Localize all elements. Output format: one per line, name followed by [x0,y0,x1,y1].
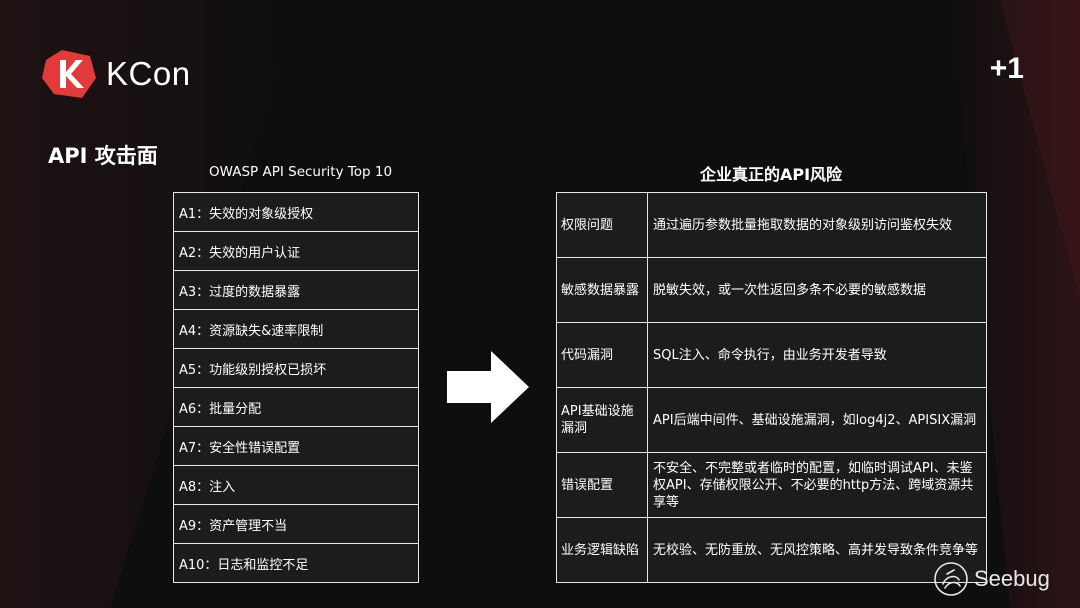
page-title: API 攻击面 [48,144,158,168]
seebug-logo-icon [934,562,968,596]
table-row: A6：批量分配 [173,387,419,427]
api-risk-table: 权限问题 通过遍历参数批量拖取数据的对象级别访问鉴权失效 敏感数据暴露 脱敏失效… [556,192,987,583]
right-arrow-icon [447,351,529,423]
table-row: 错误配置 不安全、不完整或者临时的配置，如临时调试API、未鉴权API、存储权限… [556,452,987,518]
brand-name: KCon [106,55,191,92]
risk-category: 代码漏洞 [556,322,648,388]
table-row: 权限问题 通过遍历参数批量拖取数据的对象级别访问鉴权失效 [556,192,987,258]
risk-table-title: 企业真正的API风险 [699,165,843,184]
owasp-item: A10：日志和监控不足 [173,543,419,583]
risk-description: 不安全、不完整或者临时的配置，如临时调试API、未鉴权API、存储权限公开、不必… [647,452,987,518]
plus-one-badge: +1 [989,52,1024,85]
owasp-item: A1：失效的对象级授权 [173,192,419,232]
owasp-item: A7：安全性错误配置 [173,426,419,466]
seebug-watermark: Seebug [932,560,1050,598]
table-row: A2：失效的用户认证 [173,231,419,271]
risk-category: 业务逻辑缺陷 [556,517,648,583]
risk-category: API基础设施漏洞 [556,387,648,453]
table-row: 业务逻辑缺陷 无校验、无防重放、无风控策略、高并发导致条件竞争等 [556,517,987,583]
seebug-text: Seebug [974,566,1050,591]
owasp-top10-table: A1：失效的对象级授权 A2：失效的用户认证 A3：过度的数据暴露 A4：资源缺… [173,192,419,583]
owasp-item: A9：资产管理不当 [173,504,419,544]
risk-description: 通过遍历参数批量拖取数据的对象级别访问鉴权失效 [647,192,987,258]
table-row: A5：功能级别授权已损坏 [173,348,419,388]
risk-description: 无校验、无防重放、无风控策略、高并发导致条件竞争等 [647,517,987,583]
owasp-item: A5：功能级别授权已损坏 [173,348,419,388]
kcon-logo: KCon [42,50,191,98]
risk-description: 脱敏失效，或一次性返回多条不必要的敏感数据 [647,257,987,323]
risk-category: 敏感数据暴露 [556,257,648,323]
owasp-table-title: OWASP API Security Top 10 [209,164,393,180]
table-row: A8：注入 [173,465,419,505]
risk-category: 权限问题 [556,192,648,258]
table-row: API基础设施漏洞 API后端中间件、基础设施漏洞，如log4j2、APISIX… [556,387,987,453]
owasp-item: A2：失效的用户认证 [173,231,419,271]
risk-description: API后端中间件、基础设施漏洞，如log4j2、APISIX漏洞 [647,387,987,453]
kcon-logo-icon [42,50,96,98]
table-row: 代码漏洞 SQL注入、命令执行，由业务开发者导致 [556,322,987,388]
table-row: A9：资产管理不当 [173,504,419,544]
table-row: A3：过度的数据暴露 [173,270,419,310]
owasp-item: A3：过度的数据暴露 [173,270,419,310]
table-row: 敏感数据暴露 脱敏失效，或一次性返回多条不必要的敏感数据 [556,257,987,323]
owasp-item: A6：批量分配 [173,387,419,427]
table-row: A10：日志和监控不足 [173,543,419,583]
owasp-item: A8：注入 [173,465,419,505]
owasp-item: A4：资源缺失&速率限制 [173,309,419,349]
risk-description: SQL注入、命令执行，由业务开发者导致 [647,322,987,388]
risk-category: 错误配置 [556,452,648,518]
table-row: A4：资源缺失&速率限制 [173,309,419,349]
table-row: A1：失效的对象级授权 [173,192,419,232]
table-row: A7：安全性错误配置 [173,426,419,466]
